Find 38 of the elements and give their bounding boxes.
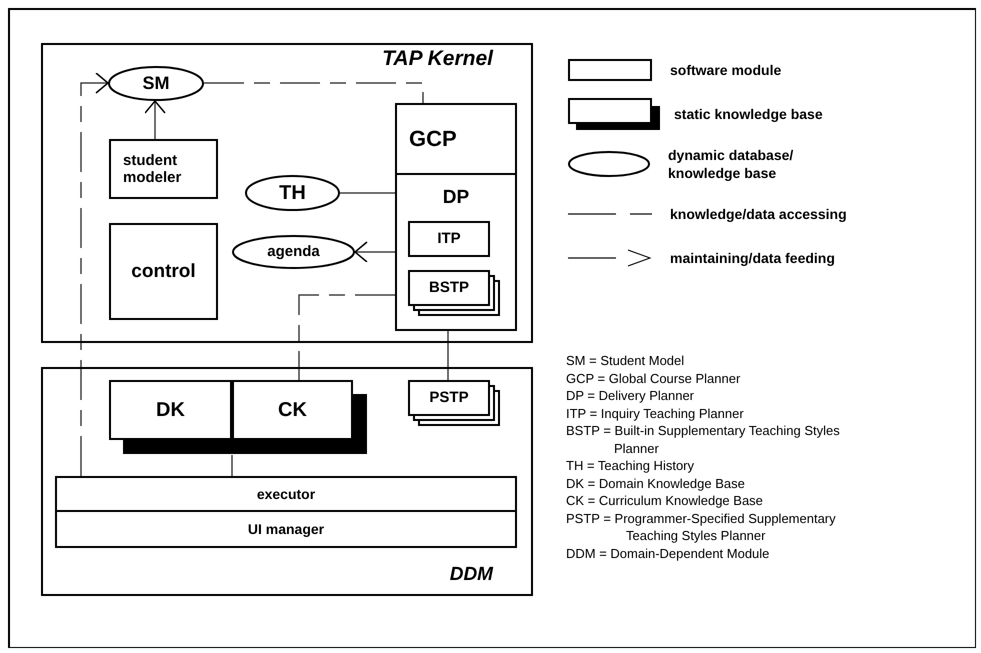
connector-line [204, 82, 424, 103]
connector-line [447, 331, 449, 380]
connector-line [298, 294, 395, 380]
database-ellipse: TH [245, 175, 340, 211]
connector-line [340, 192, 395, 194]
definition-text: DK = Domain Knowledge Base [566, 474, 746, 492]
arrow [354, 241, 395, 263]
module-label: DDM [450, 564, 493, 586]
database-ellipse: SM [108, 66, 204, 101]
definition-text: TH = Teaching History [566, 457, 696, 474]
connector-line [231, 455, 233, 476]
module-box: student modeler [109, 139, 218, 199]
definition-text: CK = Curriculum Knowledge Base [566, 492, 764, 510]
module-frame [41, 367, 533, 596]
definition-text: BSTP = Built-in Supplementary Teaching Styles Planner [566, 422, 841, 457]
definition-text: DDM = Domain-Dependent Module [566, 544, 770, 562]
module-label: DP [442, 187, 470, 209]
module-box: UI manager [55, 512, 517, 548]
legend-text: software module [670, 60, 782, 80]
arrow [80, 72, 109, 476]
legend-text: knowledge/data accessing [670, 204, 847, 224]
module-frame [41, 43, 533, 343]
module-box: control [109, 223, 218, 320]
module-box: GCP [395, 103, 517, 175]
definition-text: SM = Student Model [566, 352, 686, 370]
module-box: executor [55, 476, 517, 512]
database-ellipse: agenda [232, 235, 355, 269]
module-label: TAP Kernel [382, 47, 493, 72]
arrow [144, 100, 166, 139]
definition-text: DP = Delivery Planner [566, 387, 696, 404]
module-box [395, 175, 517, 331]
module-box: ITP [408, 221, 490, 257]
legend-text: static knowledge base [674, 104, 823, 124]
definition-text: PSTP = Programmer-Specified Supplementary Teaching Styles Planner [566, 510, 837, 544]
legend-text: dynamic database/ knowledge base [668, 146, 794, 182]
definition-text: GCP = Global Course Planner [566, 370, 742, 387]
legend-text: maintaining/data feeding [670, 248, 835, 268]
definition-text: ITP = Inquiry Teaching Planner [566, 404, 745, 422]
